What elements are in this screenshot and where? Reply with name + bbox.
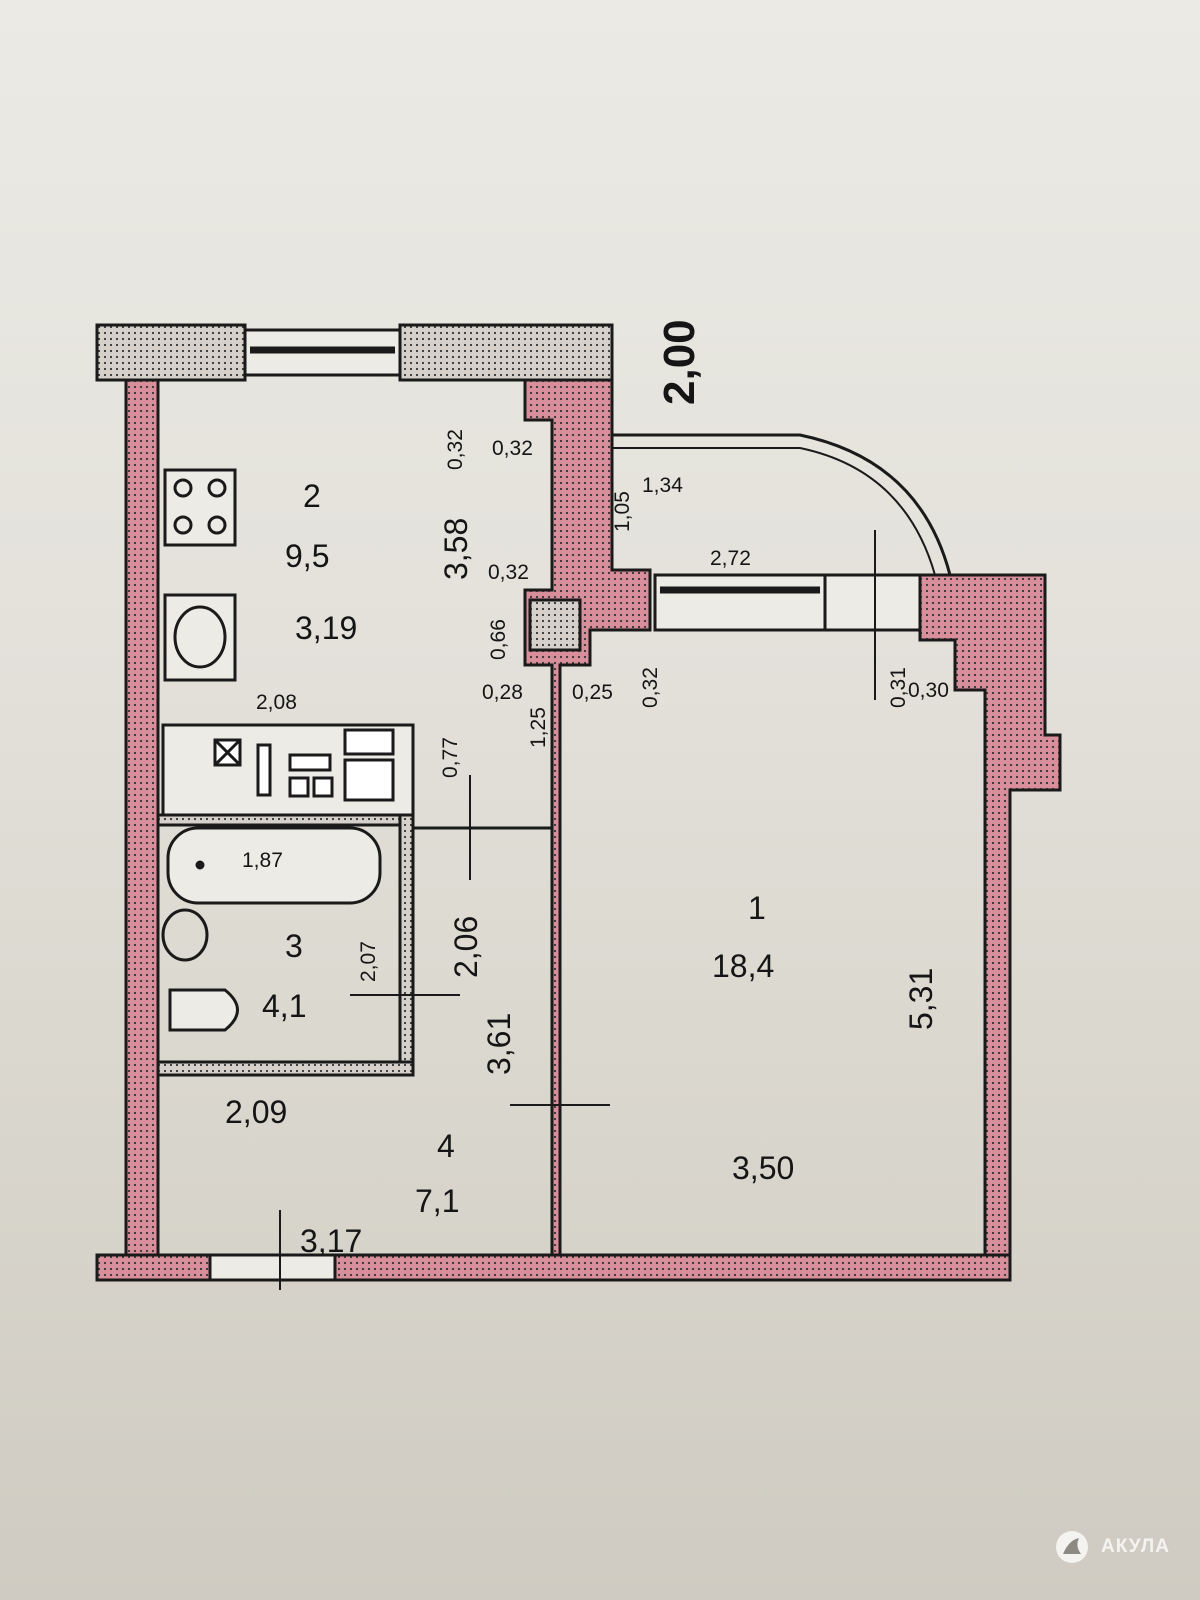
- dim: 0,32: [492, 437, 533, 460]
- room-2-area: 9,5: [285, 538, 330, 574]
- bathroom-wall: [156, 813, 415, 827]
- bathroom-sink: [161, 908, 209, 962]
- room-4-area: 7,1: [415, 1183, 460, 1219]
- wall-top-left: [95, 323, 247, 382]
- dim: 0,66: [487, 619, 510, 660]
- bathtub: [166, 826, 382, 905]
- dim: 0,77: [439, 737, 462, 778]
- watermark-text: АКУЛА: [1101, 1536, 1170, 1557]
- watermark: АКУЛА: [1055, 1530, 1170, 1564]
- entrance-door: [208, 1253, 337, 1282]
- dim: 0,31: [887, 667, 910, 708]
- room-4-number: 4: [437, 1128, 455, 1164]
- dim: 2,07: [357, 941, 380, 982]
- sink: [163, 593, 237, 682]
- dim: 3,61: [481, 1012, 517, 1075]
- window-room: [653, 573, 827, 632]
- dim: 0,32: [444, 429, 467, 470]
- toilet: [168, 988, 239, 1032]
- room-1-number: 1: [748, 890, 766, 926]
- dim: 1,87: [242, 849, 283, 872]
- dim: 0,32: [488, 561, 529, 584]
- column: [528, 598, 582, 652]
- dim: 2,08: [256, 691, 297, 714]
- dim: 0,28: [482, 681, 523, 704]
- wall-top-right: [398, 323, 614, 382]
- dim: 1,34: [642, 474, 683, 497]
- loggia-rail: [612, 433, 952, 576]
- dim-loggia-depth: 2,00: [655, 319, 704, 405]
- dim: 0,30: [908, 679, 949, 702]
- dim: 0,32: [639, 667, 662, 708]
- dim: 0,25: [572, 681, 613, 704]
- dim: 2,72: [710, 547, 751, 570]
- dim: 1,05: [611, 491, 634, 532]
- shark-logo-icon: [1056, 1531, 1088, 1563]
- stove: [163, 468, 237, 547]
- dim: 3,19: [295, 610, 358, 646]
- dim: 2,06: [448, 915, 484, 978]
- dim: 2,09: [225, 1094, 288, 1130]
- room-3-number: 3: [285, 928, 303, 964]
- wall-left: [124, 378, 160, 1262]
- dim: 1,25: [527, 707, 550, 748]
- room-2-number: 2: [303, 478, 321, 514]
- dim: 3,50: [732, 1150, 795, 1186]
- dim: 5,31: [903, 967, 939, 1030]
- room-1-area: 18,4: [712, 948, 775, 984]
- room-3-area: 4,1: [262, 988, 307, 1024]
- dim: 3,17: [300, 1223, 363, 1259]
- dim: 3,58: [438, 517, 474, 580]
